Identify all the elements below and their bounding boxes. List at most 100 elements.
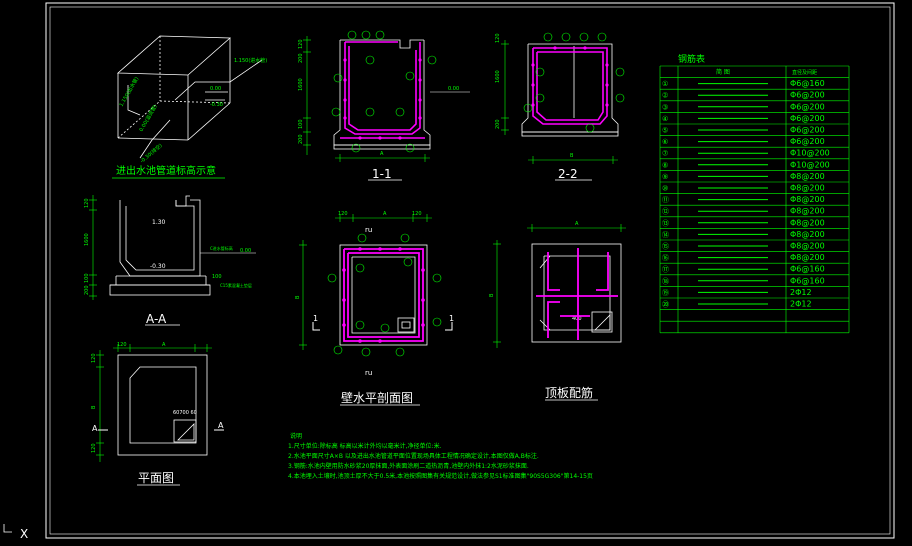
iso-pipe-elevation-view xyxy=(116,35,263,159)
svg-text:A: A xyxy=(380,151,384,157)
svg-text:B: B xyxy=(295,295,301,299)
svg-text:120: 120 xyxy=(298,39,304,49)
table-row-number: ⑧ xyxy=(662,161,668,169)
svg-text:B: B xyxy=(91,405,97,409)
svg-text:100: 100 xyxy=(84,273,90,283)
note-line: 1.尺寸单位:除标高 标高以米计外均以毫米计,净径单位:米. xyxy=(288,442,442,450)
svg-text:A: A xyxy=(575,221,579,227)
section-a-a-view: 120 1600 100 200 0.00 C进水管标高 C15素混凝土垫层 1… xyxy=(84,195,256,326)
iso-label-zero: 0.00 xyxy=(210,86,221,92)
svg-text:B: B xyxy=(570,153,574,159)
table-row-number: ⑩ xyxy=(662,185,668,193)
iso-title: 进出水池管道标高示意 xyxy=(116,164,216,177)
table-row-number: ⑰ xyxy=(662,266,669,274)
table-row-spec: Φ6@200 xyxy=(790,91,825,100)
svg-text:1600: 1600 xyxy=(298,78,304,91)
table-row-number: ⑤ xyxy=(662,127,668,135)
table-row-number: ⑥ xyxy=(662,138,668,146)
note-line: 3.钢筋:水池内壁用防水砂浆20厚抹面,外表面涂刷二道热沥青,池壁内外抹1:2水… xyxy=(288,462,529,470)
table-row-spec: Φ6@160 xyxy=(790,265,825,274)
svg-text:200: 200 xyxy=(495,119,501,129)
table-row-number: ⑬ xyxy=(662,219,669,227)
svg-text:100: 100 xyxy=(212,274,222,280)
table-row-spec: Φ6@160 xyxy=(790,276,825,285)
table-row-spec: Φ6@200 xyxy=(790,137,825,146)
svg-text:120: 120 xyxy=(412,211,422,217)
table-row-number: ⑦ xyxy=(662,150,668,158)
section-2-2-view: 120 1600 200 B 2-2 xyxy=(495,32,625,181)
table-row-spec: Φ10@200 xyxy=(790,149,830,158)
svg-text:C进水管标高: C进水管标高 xyxy=(210,245,233,251)
table-row-spec: Φ10@200 xyxy=(790,160,830,169)
svg-text:1: 1 xyxy=(313,314,318,323)
roof-slab-rebar-view: A B 400 顶板配筋 xyxy=(489,221,626,401)
svg-text:120: 120 xyxy=(91,353,97,363)
table-row-number: ⑭ xyxy=(662,231,669,239)
table-row-number: ⑪ xyxy=(662,196,669,204)
wall-horizontal-section-view: 120 120 A B xyxy=(295,211,454,406)
table-row-spec: Φ6@200 xyxy=(790,102,825,111)
drawing-frame xyxy=(45,2,895,539)
table-row-number: ⑯ xyxy=(662,254,669,262)
design-notes: 说明 1.尺寸单位:除标高 标高以米计外均以毫米计,净径单位:米. 2.水池平面… xyxy=(288,432,593,480)
table-row-spec: Φ6@200 xyxy=(790,114,825,123)
notes-heading: 说明 xyxy=(290,432,302,440)
table-row-number: ④ xyxy=(662,115,668,123)
table-row-spec: Φ8@200 xyxy=(790,242,825,251)
wall-section-title: 壁水平剖面图 xyxy=(341,390,413,405)
section-1-1-view: 120 200 1600 100 200 A 0.00 xyxy=(298,30,470,181)
svg-text:0.00: 0.00 xyxy=(448,86,459,92)
svg-text:1600: 1600 xyxy=(495,70,501,83)
table-row-number: ② xyxy=(662,92,668,100)
table-row-number: ⑱ xyxy=(662,277,669,285)
svg-text:A: A xyxy=(218,421,224,430)
svg-text:400: 400 xyxy=(572,316,582,322)
table-row-spec: Φ8@200 xyxy=(790,230,825,239)
table-row-number: ① xyxy=(662,80,668,88)
svg-text:200: 200 xyxy=(298,53,304,63)
svg-text:B: B xyxy=(489,293,495,297)
table-row-number: ⑮ xyxy=(662,243,669,251)
svg-text:C15素混凝土垫层: C15素混凝土垫层 xyxy=(220,282,252,288)
svg-text:0.00: 0.00 xyxy=(240,248,251,254)
svg-text:120: 120 xyxy=(91,443,97,453)
note-line: 4.本池埋入土壤时,池顶土厚不大于0.5米,本池按照图集有关规范设计,做法参见S… xyxy=(288,472,593,480)
svg-text:120: 120 xyxy=(84,198,90,208)
plan-title: 平面图 xyxy=(138,471,174,485)
svg-text:200: 200 xyxy=(298,134,304,144)
svg-text:120: 120 xyxy=(495,33,501,43)
table-row-spec: Φ8@200 xyxy=(790,172,825,181)
ucs-label: X xyxy=(20,527,28,541)
svg-text:A: A xyxy=(383,211,387,217)
table-row-spec: 2Φ12 xyxy=(790,300,812,309)
section-2-2-title: 2-2 xyxy=(558,167,578,181)
table-row-spec: Φ6@160 xyxy=(790,79,825,88)
svg-text:120: 120 xyxy=(117,342,127,348)
svg-text:ru: ru xyxy=(365,369,372,377)
table-row-spec: Φ8@200 xyxy=(790,207,825,216)
table-row-spec: Φ8@200 xyxy=(790,253,825,262)
svg-text:200: 200 xyxy=(84,285,90,295)
svg-text:ru: ru xyxy=(365,226,372,234)
ucs-cross-icon xyxy=(3,524,12,533)
svg-text:A: A xyxy=(92,424,98,433)
table-row-spec: Φ6@200 xyxy=(790,126,825,135)
table-row-spec: Φ8@200 xyxy=(790,218,825,227)
svg-text:1600: 1600 xyxy=(84,233,90,246)
table-header: 简 图 xyxy=(716,68,730,76)
section-a-a-title: A-A xyxy=(146,312,167,326)
note-line: 2.水池平面尺寸A×B 以及进出水池管道平面位置现场具体工程情况确定设计,本图仅… xyxy=(288,452,539,460)
table-row-number: ⑨ xyxy=(662,173,668,181)
svg-text:120: 120 xyxy=(338,211,348,217)
table-row-number: ⑲ xyxy=(662,289,669,297)
iso-label-inlet: 1.150(进水管) xyxy=(234,57,267,64)
table-row-spec: Φ8@200 xyxy=(790,195,825,204)
table-row-spec: Φ8@200 xyxy=(790,184,825,193)
rebar-table-title: 钢筋表 xyxy=(678,53,705,65)
svg-text:A: A xyxy=(162,342,166,348)
svg-text:1: 1 xyxy=(449,314,454,323)
svg-text:-0.30: -0.30 xyxy=(150,263,166,270)
svg-text:60700 60: 60700 60 xyxy=(173,410,197,416)
svg-text:100: 100 xyxy=(298,119,304,129)
